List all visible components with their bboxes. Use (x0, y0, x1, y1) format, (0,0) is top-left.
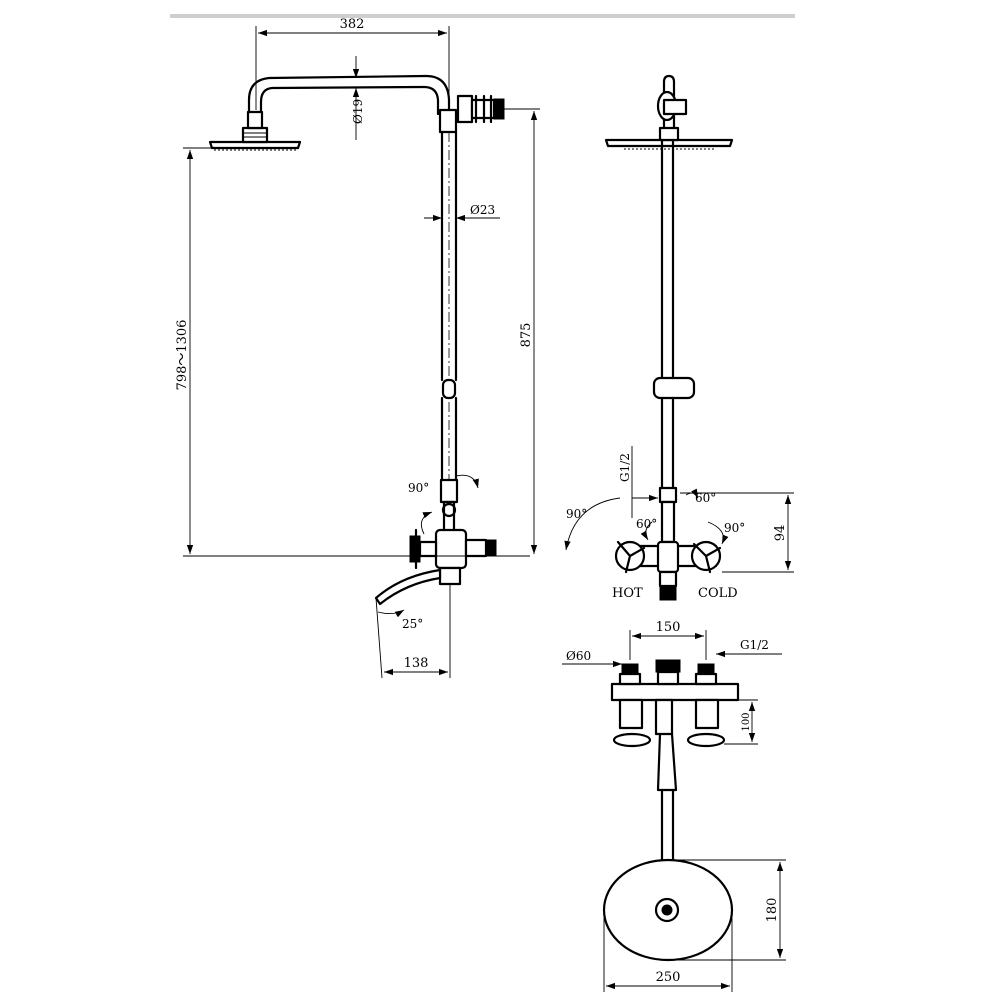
side-wall-bracket-top (456, 94, 505, 124)
cold-handle-icon (690, 540, 722, 574)
diverter-angle-dim: 90° (408, 481, 429, 495)
handle-angle-inner-right-dim: 60° (695, 491, 716, 505)
top-mixer (610, 659, 740, 792)
pipe-diameter-dim: Ø23 (470, 203, 495, 217)
spout-projection-dim: 138 (404, 656, 429, 671)
hot-label: HOT (612, 586, 643, 601)
mixer-height-dim: 94 (773, 525, 788, 542)
inlet-thread-top-dim: G1/2 (740, 638, 769, 652)
front-riser-pipe (652, 138, 696, 490)
head-diameter-dim: 250 (656, 970, 681, 985)
arm-diameter-dim: Ø19 (351, 99, 365, 124)
side-view: 382 Ø19 Ø23 798～1306 875 90° 25° 138 (175, 17, 540, 679)
hot-handle-icon (614, 540, 646, 574)
arm-length-dim: 382 (340, 17, 365, 32)
inlet-thread-dim: G1/2 (618, 453, 632, 482)
front-mixer (614, 486, 722, 601)
side-diverter-mixer (374, 478, 497, 606)
adjustable-height-dim: 798～1306 (175, 320, 190, 391)
side-shower-head (208, 110, 302, 151)
mixer-depth-dim: 100 (741, 712, 752, 731)
top-cold-handle-icon (686, 663, 726, 748)
head-depth-dim: 180 (765, 898, 780, 923)
top-diverter-knob-icon (655, 659, 681, 686)
handle-angle-left-dim: 90° (566, 507, 587, 521)
handle-angle-inner-left-dim: 60° (636, 517, 657, 531)
top-hot-handle-icon (612, 663, 652, 748)
spout-angle-dim: 25° (402, 617, 423, 631)
center-distance-dim: 150 (656, 620, 681, 635)
riser-height-dim: 875 (519, 323, 534, 348)
side-overhead-arm (247, 74, 451, 116)
cold-label: COLD (698, 586, 738, 601)
top-shower-head (602, 858, 734, 962)
top-view: 150 Ø60 G1/2 100 180 250 (562, 620, 786, 992)
front-view: G1/2 60° 90° 60° 90° 94 HOT COLD (564, 74, 794, 601)
handle-angle-right-dim: 90° (724, 521, 745, 535)
front-shower-head (604, 74, 734, 150)
side-riser-pipe (438, 108, 458, 482)
handle-diameter-dim: Ø60 (566, 649, 591, 663)
